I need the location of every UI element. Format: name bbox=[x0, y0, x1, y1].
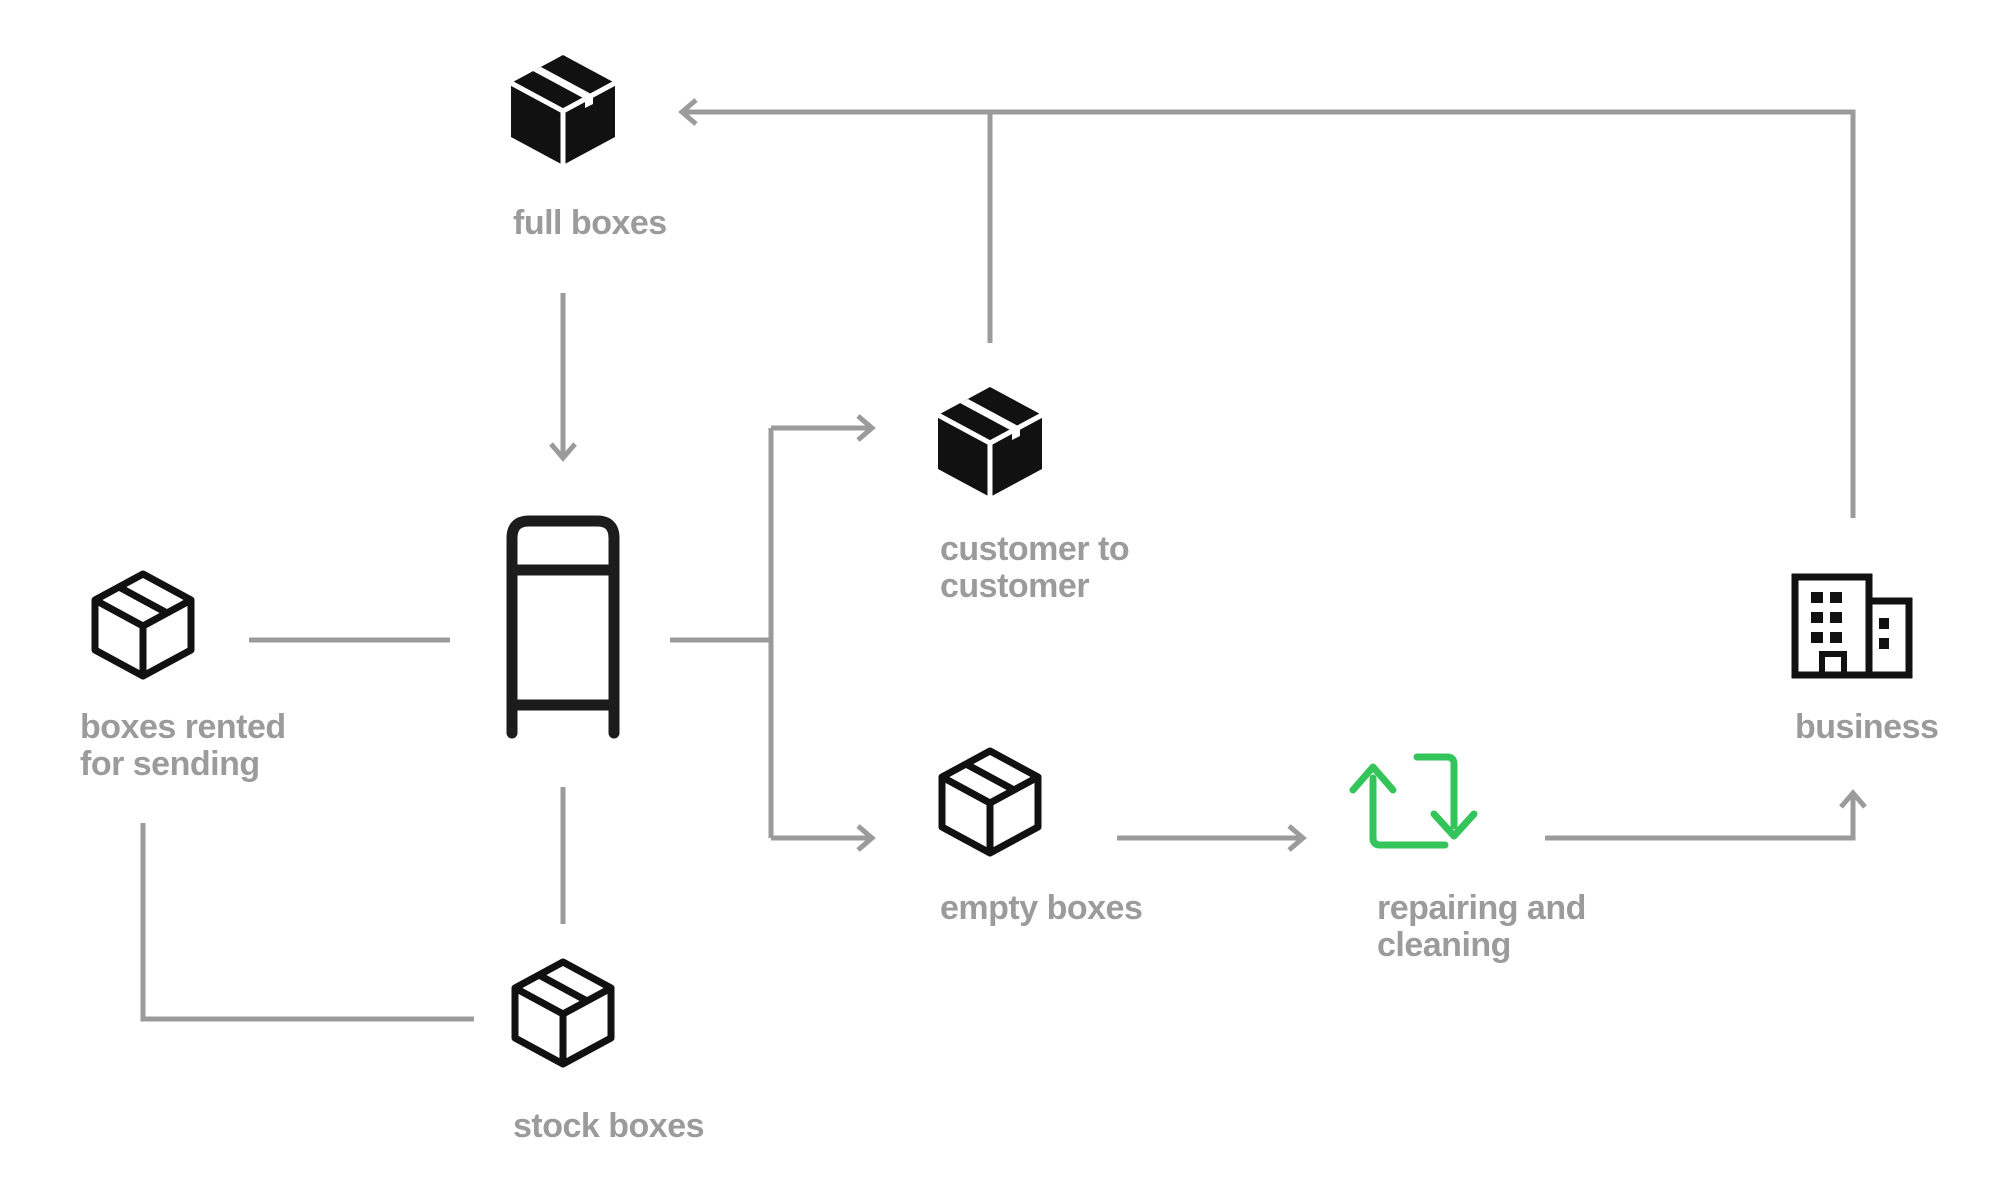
label-full-boxes: full boxes bbox=[513, 204, 667, 242]
box-filled-icon bbox=[936, 387, 1044, 497]
label-stock-boxes: stock boxes bbox=[513, 1107, 705, 1145]
arrowhead-customer bbox=[856, 414, 876, 442]
repeat-icon bbox=[1349, 753, 1478, 849]
box-outline-icon bbox=[938, 747, 1042, 857]
building-icon bbox=[1791, 573, 1913, 679]
connector-business-to-full-boxes bbox=[684, 109, 1856, 518]
arrowhead-repairing bbox=[1287, 824, 1307, 852]
box-filled-icon bbox=[509, 55, 617, 165]
parcel-locker-icon bbox=[506, 515, 620, 739]
arrowhead-mailbox bbox=[549, 442, 577, 462]
box-outline-icon bbox=[91, 570, 195, 680]
connector-rented-to-stock bbox=[140, 823, 474, 1022]
label-empty-boxes: empty boxes bbox=[940, 889, 1143, 927]
label-business: business bbox=[1795, 708, 1939, 746]
label-repairing-and-cleaning: repairing and cleaning bbox=[1377, 889, 1586, 964]
arrowhead-empty-boxes bbox=[856, 824, 876, 852]
arrowhead-full-boxes bbox=[678, 98, 698, 126]
label-boxes-rented: boxes rented for sending bbox=[80, 708, 286, 783]
box-outline-icon bbox=[511, 958, 615, 1068]
connector-repairing-to-business bbox=[1545, 795, 1856, 841]
label-customer-to-customer: customer to customer bbox=[940, 530, 1130, 605]
arrowhead-business bbox=[1839, 789, 1867, 809]
